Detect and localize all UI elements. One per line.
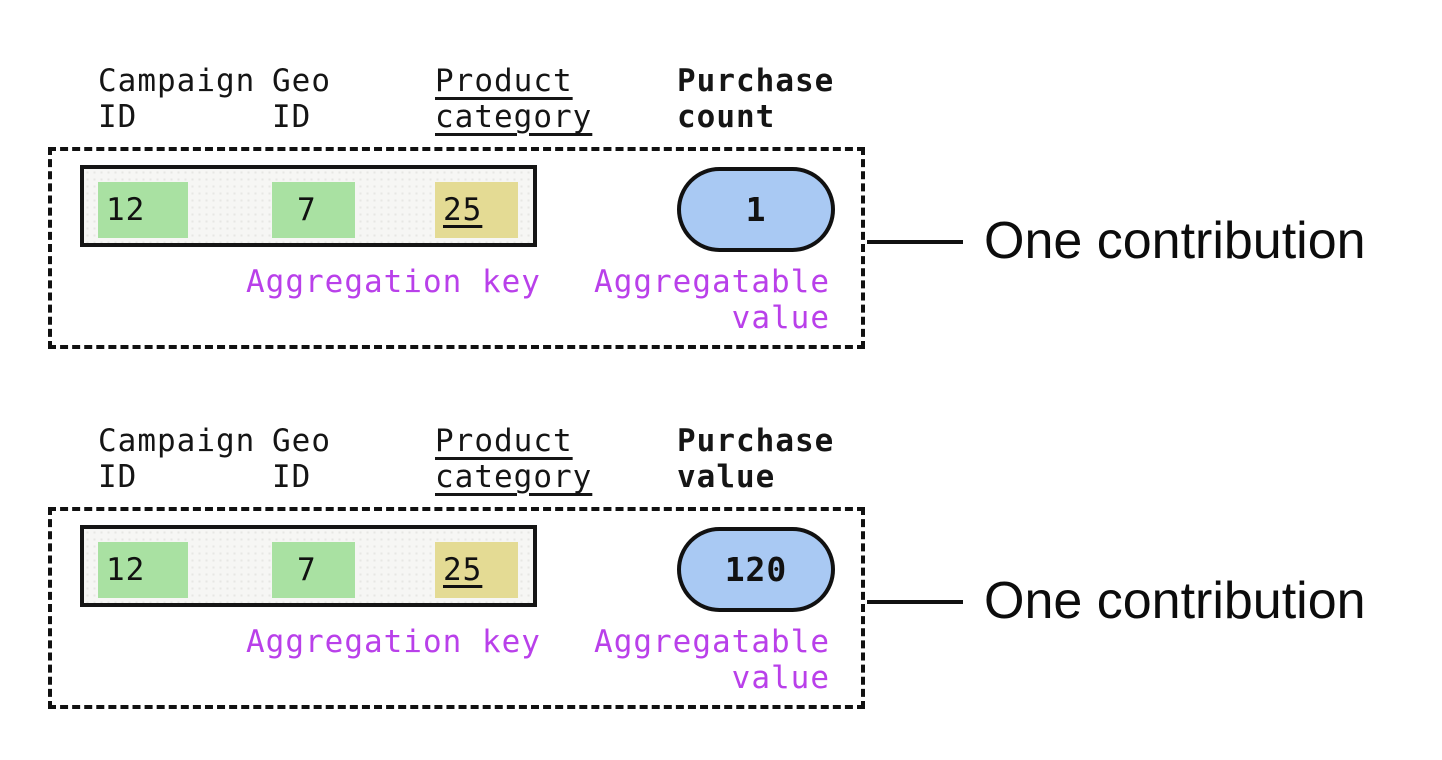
cell-product-category: 25 (435, 182, 518, 238)
cell-product-category-value: 25 (443, 552, 483, 588)
column-header-campaign-id: Campaign ID (98, 63, 256, 135)
cell-product-category: 25 (435, 542, 518, 598)
contribution-purchase-value: Campaign ID Geo ID Product category Purc… (0, 360, 1442, 720)
cell-campaign-id: 12 (98, 542, 188, 598)
column-header-geo-id: Geo ID (272, 423, 331, 495)
column-header-campaign-id: Campaign ID (98, 423, 256, 495)
column-header-purchase-value: Purchase value (677, 423, 835, 495)
aggregatable-value-number: 1 (745, 190, 767, 229)
column-header-product-category: Product category (435, 423, 593, 495)
cell-geo-id: 7 (272, 182, 355, 238)
connector-line (867, 600, 963, 604)
one-contribution-label: One contribution (984, 571, 1366, 630)
contribution-dashed-box (48, 507, 865, 709)
aggregation-key-label: Aggregation key (246, 264, 541, 300)
cell-geo-id: 7 (272, 542, 355, 598)
contribution-dashed-box (48, 147, 865, 349)
cell-geo-id-value: 7 (297, 552, 317, 588)
aggregatable-value-label: Aggregatable value (594, 624, 830, 696)
cell-geo-id-value: 7 (297, 192, 317, 228)
aggregatable-value-label: Aggregatable value (594, 264, 830, 336)
aggregatable-value-pill: 1 (677, 167, 835, 252)
aggregatable-value-pill: 120 (677, 527, 835, 612)
cell-campaign-id-value: 12 (106, 192, 146, 228)
column-header-product-category: Product category (435, 63, 593, 135)
cell-product-category-value: 25 (443, 192, 483, 228)
column-header-purchase-count: Purchase count (677, 63, 835, 135)
one-contribution-label: One contribution (984, 211, 1366, 270)
column-header-geo-id: Geo ID (272, 63, 331, 135)
cell-campaign-id: 12 (98, 182, 188, 238)
cell-campaign-id-value: 12 (106, 552, 146, 588)
connector-line (867, 240, 963, 244)
aggregatable-value-number: 120 (724, 550, 788, 589)
contribution-purchase-count: Campaign ID Geo ID Product category Purc… (0, 0, 1442, 360)
aggregation-key-label: Aggregation key (246, 624, 541, 660)
